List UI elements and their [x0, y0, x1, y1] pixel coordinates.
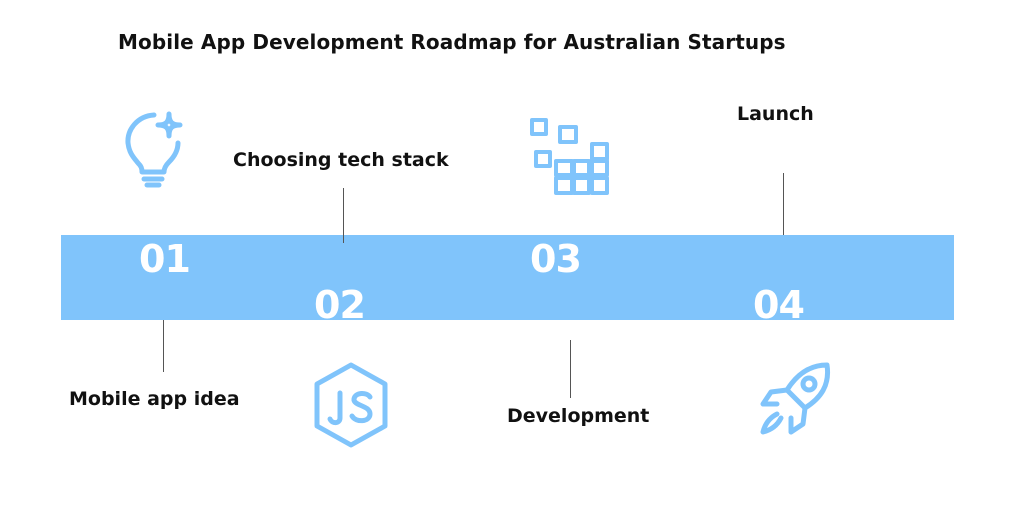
- step-number-04: 04: [753, 283, 805, 320]
- step-number-03: 03: [530, 237, 582, 281]
- step-label-launch: Launch: [737, 103, 814, 125]
- step-connector-03: [570, 340, 571, 398]
- step-label-mobile-app-idea: Mobile app idea: [69, 388, 240, 410]
- nodejs-icon: [310, 360, 392, 450]
- page-title: Mobile App Development Roadmap for Austr…: [118, 30, 786, 54]
- step-label-development: Development: [507, 405, 650, 427]
- step-connector-01: [163, 320, 164, 372]
- step-number-02: 02: [314, 283, 366, 320]
- lightbulb-sparkle-icon: [120, 108, 190, 188]
- timeline-band: 01 02 03 04: [61, 235, 954, 320]
- step-number-01: 01: [139, 237, 191, 281]
- rocket-icon: [755, 360, 835, 440]
- step-connector-04: [783, 173, 784, 235]
- step-connector-02: [343, 188, 344, 243]
- step-label-choosing-tech-stack: Choosing tech stack: [233, 149, 449, 171]
- blocks-grid-icon: [528, 118, 616, 200]
